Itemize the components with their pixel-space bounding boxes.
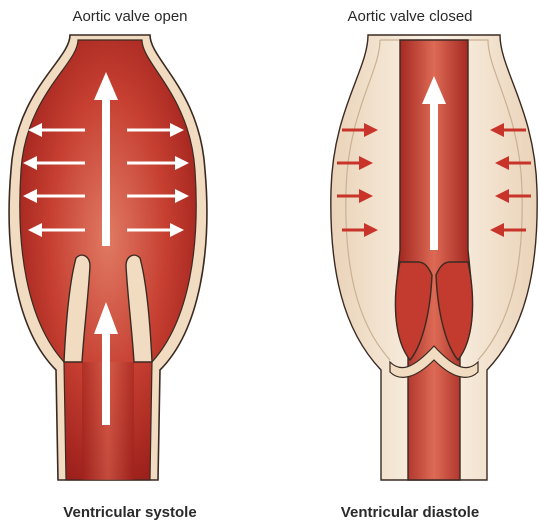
systole-aorta: [9, 35, 207, 480]
label-ventricular-diastole: Ventricular diastole: [280, 504, 539, 521]
label-ventricular-systole: Ventricular systole: [0, 504, 260, 521]
diastole-aorta: [331, 35, 537, 480]
